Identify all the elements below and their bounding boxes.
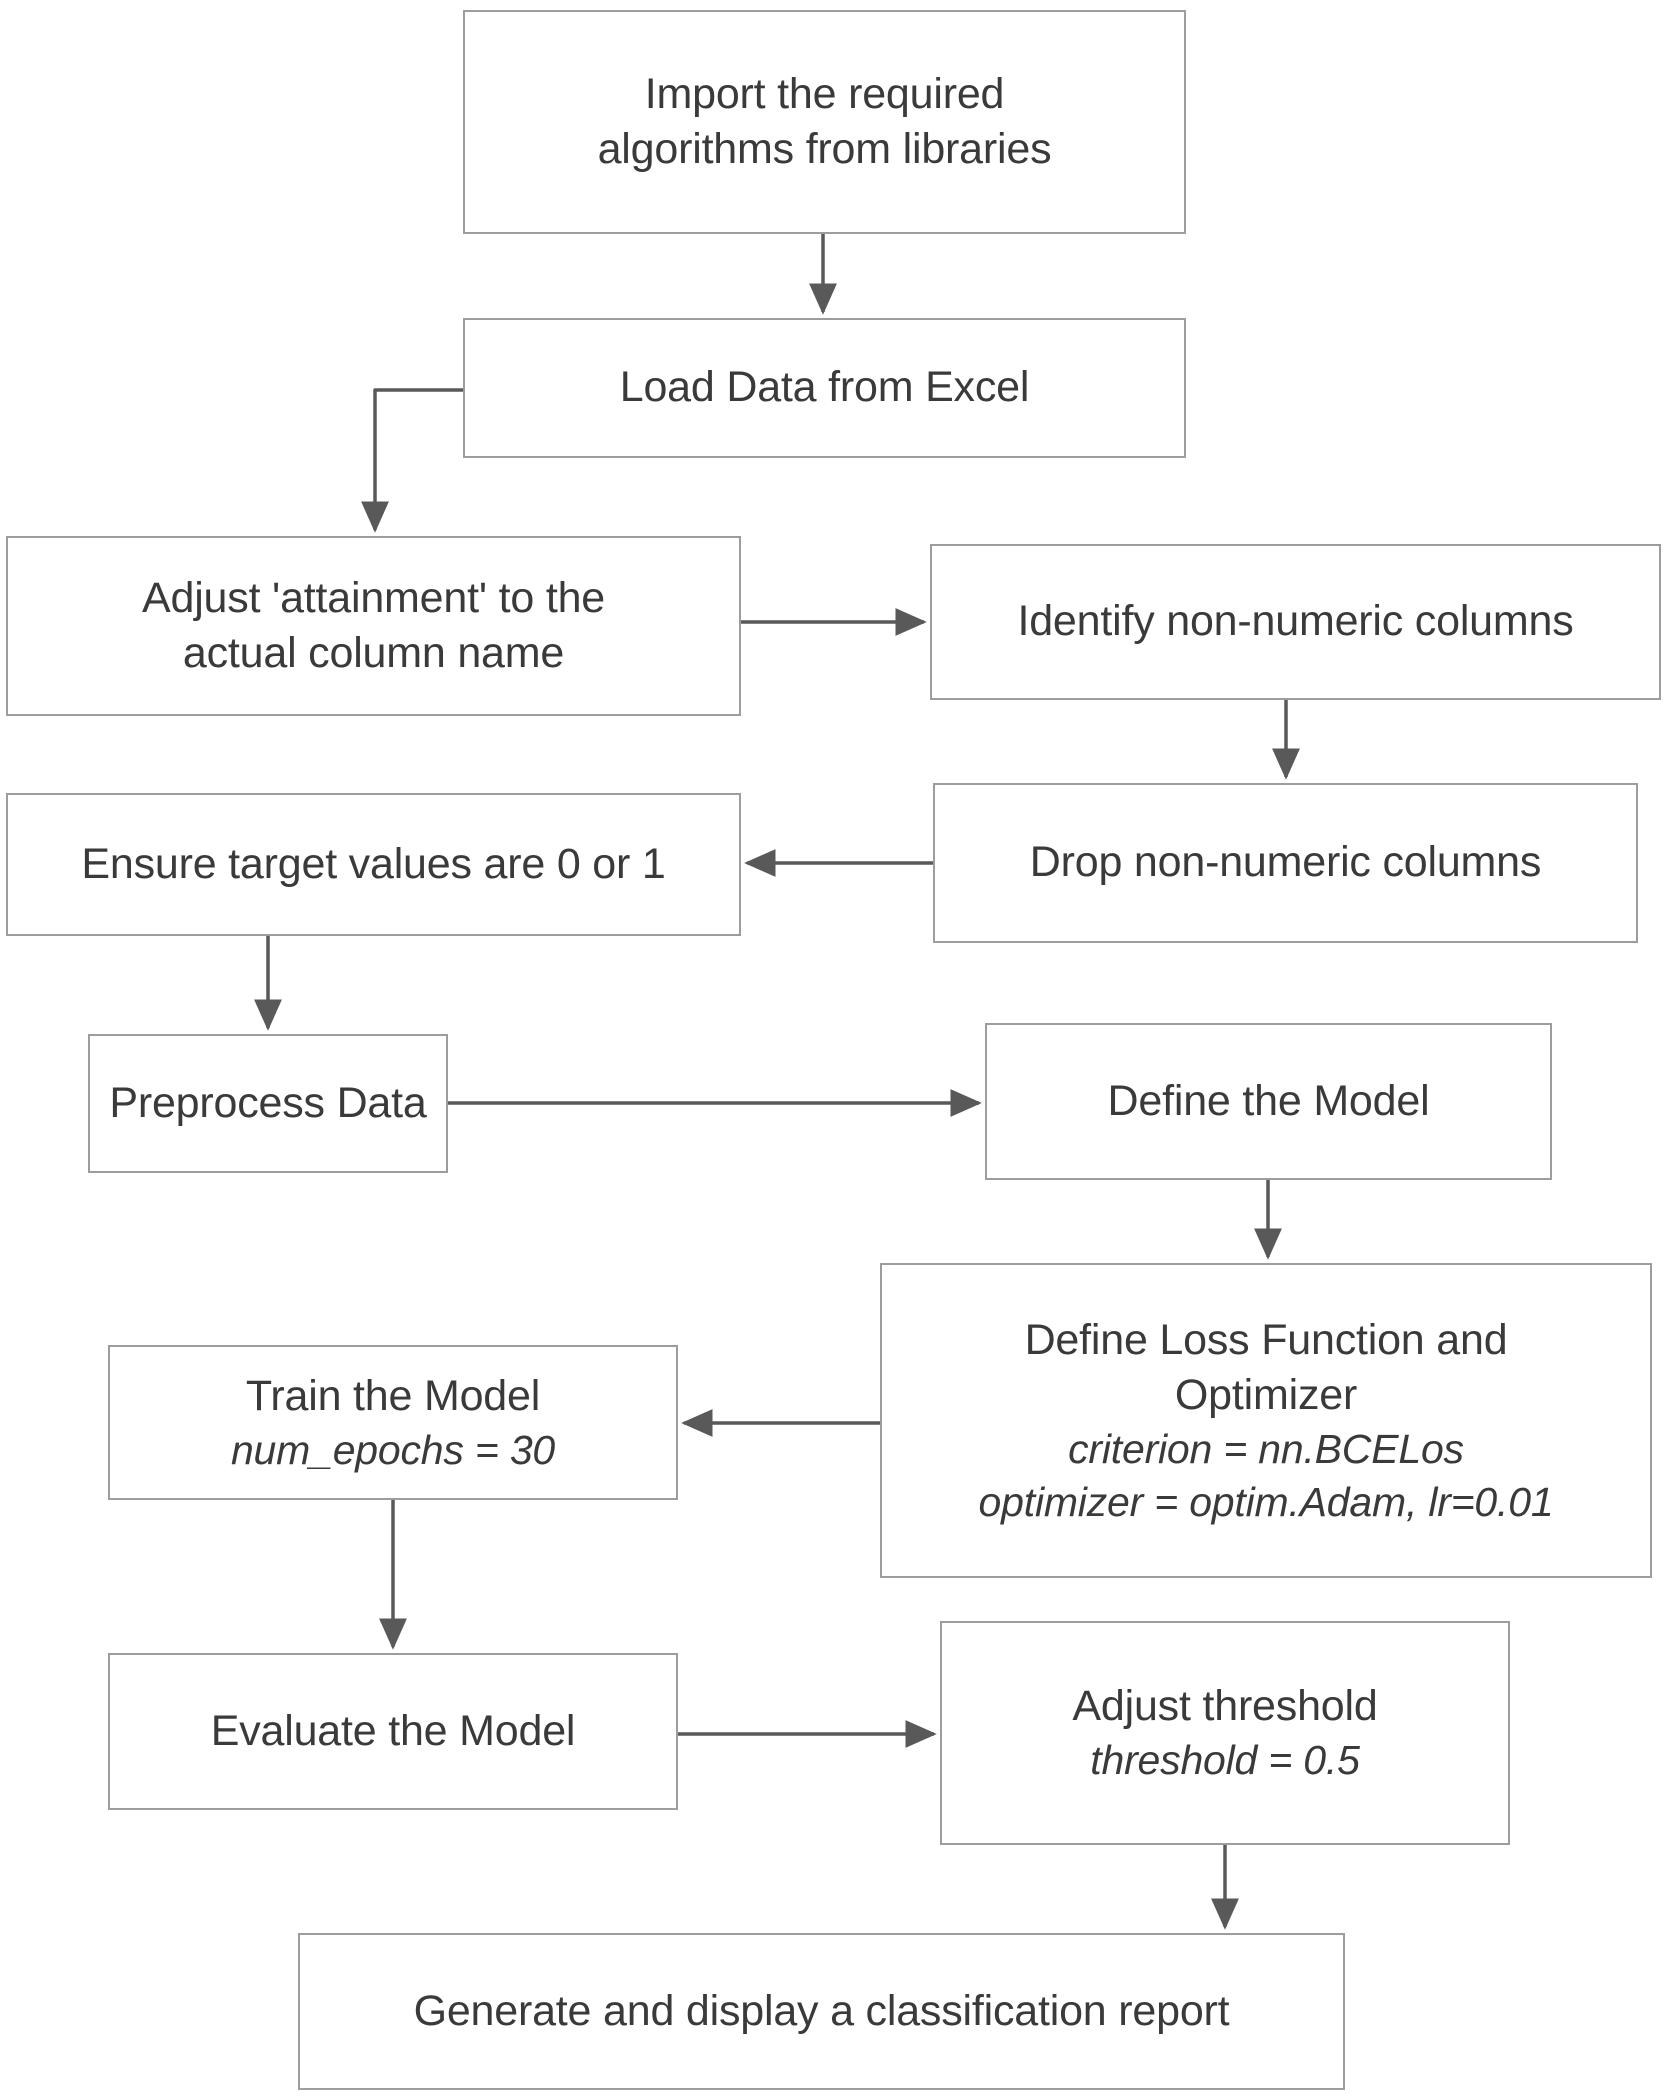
node-label-line: Evaluate the Model <box>210 1706 576 1755</box>
node-label-line: Ensure target values are 0 or 1 <box>81 839 666 888</box>
node-label-line: Load Data from Excel <box>619 363 1030 412</box>
define-model-node[interactable]: Define the Model <box>985 1023 1552 1180</box>
node-label-line: Adjust 'attainment' to the <box>142 573 605 622</box>
node-label-line: Identify non-numeric columns <box>1017 597 1574 646</box>
node-label-line: Define Loss Function and <box>1024 1316 1508 1364</box>
node-label-line: algorithms from libraries <box>597 125 1052 173</box>
node-label-line: Drop non-numeric columns <box>1029 838 1542 887</box>
classification-report-node[interactable]: Generate and display a classification re… <box>298 1933 1345 2090</box>
identify-non-numeric-node[interactable]: Identify non-numeric columns <box>930 544 1661 700</box>
adjust-attainment-node[interactable]: Adjust 'attainment' to the actual column … <box>6 536 741 716</box>
node-label-line: Preprocess Data <box>109 1078 427 1127</box>
import-libraries-node[interactable]: Import the required algorithms from libra… <box>463 10 1186 234</box>
train-model-node[interactable]: Train the Model num_epochs = 30 <box>108 1345 678 1500</box>
node-label-line: Define the Model <box>1107 1076 1430 1125</box>
node-parameter-line: criterion = nn.BCELos <box>1068 1426 1464 1473</box>
adjust-threshold-node[interactable]: Adjust threshold threshold = 0.5 <box>940 1621 1510 1845</box>
node-label-line: Optimizer <box>1174 1371 1358 1420</box>
node-label-line: Import the required <box>644 69 1005 118</box>
evaluate-model-node[interactable]: Evaluate the Model <box>108 1653 678 1810</box>
node-label-line: Generate and display a classification re… <box>413 1986 1230 2035</box>
node-label-line: Train the Model <box>245 1371 541 1420</box>
edge-load-to-adjust-attainment <box>361 388 463 533</box>
drop-non-numeric-node[interactable]: Drop non-numeric columns <box>933 783 1638 943</box>
ensure-target-values-node[interactable]: Ensure target values are 0 or 1 <box>6 793 741 936</box>
node-parameter-line: num_epochs = 30 <box>230 1426 556 1473</box>
preprocess-data-node[interactable]: Preprocess Data <box>88 1034 448 1173</box>
node-parameter-line: optimizer = optim.Adam, lr=0.01 <box>978 1478 1554 1525</box>
node-label-line: actual column name <box>182 629 565 677</box>
node-parameter-line: threshold = 0.5 <box>1090 1737 1360 1784</box>
load-data-node[interactable]: Load Data from Excel <box>463 318 1186 458</box>
node-label-line: Adjust threshold <box>1072 1682 1378 1731</box>
